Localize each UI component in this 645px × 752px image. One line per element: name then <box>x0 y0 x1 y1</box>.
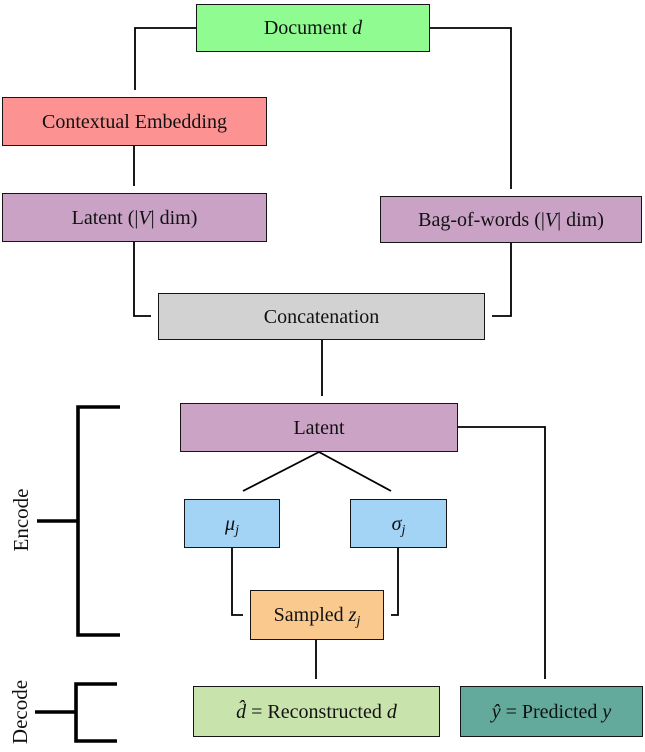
node-document-label: Document d <box>263 17 363 39</box>
arrow-document-to-bow <box>430 27 512 189</box>
encode-label: Encode <box>8 488 33 552</box>
arrow-latent-to-mu <box>242 451 320 492</box>
node-predicted-y-label: ŷ = Predicted y <box>491 700 612 723</box>
encode-brace <box>76 405 120 637</box>
node-sigma-j: σj <box>350 499 447 548</box>
node-latent-v-dim-label: Latent (|V| dim) <box>71 206 198 229</box>
node-contextual-embedding: Contextual Embedding <box>2 97 267 146</box>
arrow-sigma-to-sampled <box>391 548 399 616</box>
arrow-document-to-contextual <box>134 27 196 90</box>
node-document: Document d <box>196 4 430 52</box>
node-bag-of-words-label: Bag-of-words (|V| dim) <box>418 208 604 231</box>
node-predicted-y: ŷ = Predicted y <box>460 686 643 737</box>
node-mu-j-label: μj <box>225 512 239 538</box>
arrow-latent-to-predicted <box>458 426 546 679</box>
node-latent-label: Latent <box>293 416 345 439</box>
node-sampled-z-j-label: Sampled zj <box>273 604 361 629</box>
arrow-latent-to-sigma <box>318 451 392 492</box>
node-mu-j: μj <box>184 499 280 548</box>
node-concatenation: Concatenation <box>158 293 485 340</box>
arrow-mu-to-sampled <box>231 548 243 616</box>
arrow-latentv-to-concat <box>133 242 151 317</box>
node-sampled-z-j: Sampled zj <box>250 590 384 640</box>
node-latent-v-dim: Latent (|V| dim) <box>2 193 267 242</box>
node-latent: Latent <box>180 403 458 452</box>
decode-label: Decode <box>7 679 32 745</box>
node-bag-of-words: Bag-of-words (|V| dim) <box>380 196 642 243</box>
node-reconstructed-d-label: d̂ = Reconstructed d <box>236 700 397 723</box>
node-sigma-j-label: σj <box>391 512 406 538</box>
node-contextual-embedding-label: Contextual Embedding <box>42 110 227 133</box>
arrow-bow-to-concat <box>492 243 512 317</box>
node-concatenation-label: Concatenation <box>263 305 380 328</box>
node-reconstructed-d: d̂ = Reconstructed d <box>193 686 440 737</box>
decode-brace <box>74 682 117 743</box>
